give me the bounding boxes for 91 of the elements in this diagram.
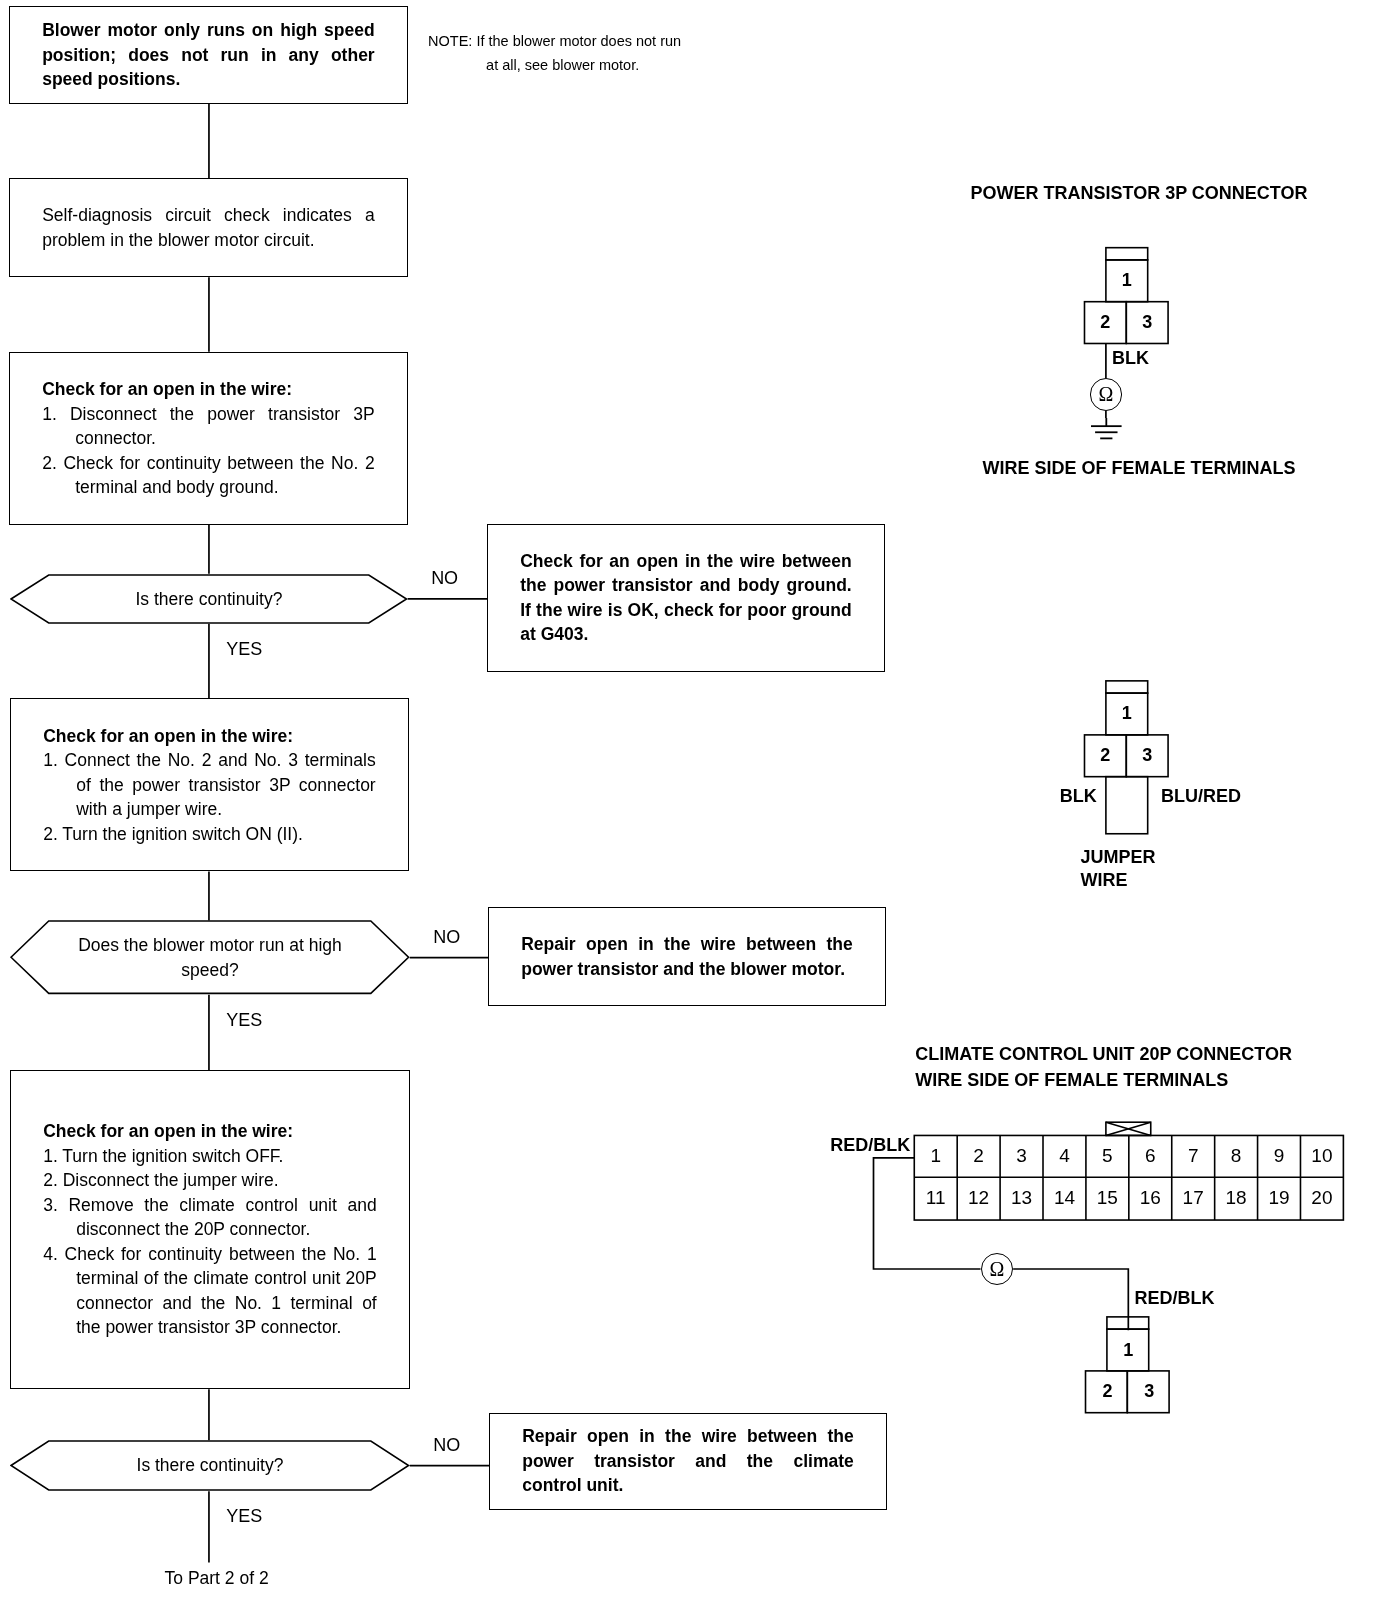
ohmmeter-symbol bbox=[1089, 378, 1123, 411]
process-box bbox=[489, 1412, 887, 1510]
pin-number: 3 bbox=[1016, 1144, 1027, 1168]
step-text: 2. Check for continuity between the No. 2 terminal and body ground. bbox=[42, 451, 375, 499]
decision-shape bbox=[10, 920, 410, 995]
box-text: Repair open in the wire between the power transistor and the blower motor. bbox=[521, 933, 853, 981]
pin-number: 7 bbox=[1187, 1144, 1199, 1168]
pin-number: 13 bbox=[1010, 1186, 1033, 1211]
pin-number: 1 bbox=[1123, 1339, 1134, 1362]
pin-number: 1 bbox=[1121, 701, 1132, 725]
pin-number: 16 bbox=[1139, 1186, 1161, 1211]
box-text: Check for an open in the wire: bbox=[43, 724, 295, 748]
connector-line bbox=[208, 1490, 210, 1564]
question-text: Is there continuity? bbox=[135, 587, 283, 611]
pin-number: 3 bbox=[1142, 743, 1153, 767]
wire bbox=[872, 1157, 982, 1270]
decision-shape bbox=[10, 1440, 410, 1492]
process-box bbox=[10, 1070, 410, 1390]
question-text: Is there continuity? bbox=[136, 1454, 284, 1478]
connector-line bbox=[208, 1388, 210, 1442]
decision-shape bbox=[10, 573, 408, 624]
process-box bbox=[488, 907, 886, 1006]
pin-number: 1 bbox=[1121, 269, 1132, 293]
ground-symbol bbox=[1089, 417, 1123, 441]
wire-color-label: BLK bbox=[1059, 785, 1097, 809]
connector-line bbox=[208, 993, 210, 1072]
pin-number: 9 bbox=[1273, 1144, 1285, 1168]
wire-color-label: BLU/RED bbox=[1160, 785, 1241, 809]
pin-number: 8 bbox=[1230, 1144, 1242, 1168]
step-text: 2. Turn the ignition switch ON (II). bbox=[43, 822, 304, 846]
process-box bbox=[9, 6, 408, 104]
box-text: Repair open in the wire between the power transistor and the climate control unit. bbox=[522, 1425, 854, 1498]
box-text: Blower motor only runs on high speed position; does not run in any other speed positions. bbox=[42, 19, 375, 92]
ohm-symbol-label: Ω bbox=[989, 1256, 1005, 1281]
step-text: 1. Disconnect the power transistor 3P connector. bbox=[42, 402, 375, 450]
connector-title: POWER TRANSISTOR 3P CONNECTOR bbox=[970, 181, 1308, 205]
box-text: Check for an open in the wire: bbox=[42, 378, 294, 401]
ohmmeter-symbol bbox=[980, 1252, 1014, 1286]
connector-line bbox=[408, 1464, 491, 1467]
pin-number: 17 bbox=[1182, 1186, 1204, 1211]
question-text: Does the blower motor run at high speed? bbox=[77, 934, 343, 982]
pin-number: 1 bbox=[930, 1144, 941, 1168]
connector-title: WIRE SIDE OF FEMALE TERMINALS bbox=[915, 1068, 1229, 1092]
connector-line bbox=[406, 597, 489, 600]
connector-line bbox=[208, 276, 210, 353]
wire-color-label: BLK bbox=[1112, 347, 1149, 371]
pin-number: 3 bbox=[1142, 310, 1153, 334]
step-text: 4. Check for continuity between the No. 1 terminal of the climate control unit 20P connector and the No. 1 terminal of the power transistor 3P connector. bbox=[43, 1242, 377, 1340]
process-box bbox=[10, 698, 409, 872]
connector-line bbox=[408, 956, 490, 959]
pin-number: 19 bbox=[1268, 1186, 1290, 1211]
pin-number: 5 bbox=[1102, 1144, 1113, 1168]
pin-number: 12 bbox=[968, 1186, 990, 1211]
jumper-wire-label: JUMPER WIRE bbox=[1080, 846, 1157, 893]
connector-title: CLIMATE CONTROL UNIT 20P CONNECTOR bbox=[915, 1043, 1292, 1067]
pin-number: 15 bbox=[1096, 1186, 1118, 1211]
pin-number: 2 bbox=[1100, 311, 1111, 334]
box-text: To Part 2 of 2 bbox=[164, 1566, 269, 1590]
wire bbox=[1105, 342, 1107, 379]
pin-number: 2 bbox=[973, 1144, 984, 1168]
process-box bbox=[9, 351, 408, 525]
pin-number: 3 bbox=[1144, 1380, 1155, 1404]
pin-number: 6 bbox=[1145, 1144, 1156, 1168]
pin-number: 2 bbox=[1100, 743, 1111, 767]
step-text: 3. Remove the climate control unit and disconnect the 20P connector. bbox=[43, 1193, 377, 1242]
pin-number: 4 bbox=[1059, 1144, 1070, 1168]
pin-number: 2 bbox=[1102, 1380, 1113, 1404]
process-box bbox=[9, 178, 408, 278]
pin-number: 20 bbox=[1311, 1186, 1333, 1211]
wire bbox=[1105, 409, 1107, 419]
box-text: Self-diagnosis circuit check indicates a problem in the blower motor circuit. bbox=[42, 204, 375, 252]
box-text: Check for an open in the wire between the power transistor and body ground. If the wire is OK, check for poor ground at G403. bbox=[520, 549, 852, 647]
connector-line bbox=[208, 622, 210, 700]
pin-number: 11 bbox=[925, 1186, 946, 1211]
box-text: Check for an open in the wire: bbox=[43, 1120, 295, 1144]
process-box bbox=[487, 523, 885, 672]
step-text: 1. Turn the ignition switch OFF. bbox=[43, 1144, 285, 1168]
connector-title: WIRE SIDE OF FEMALE TERMINALS bbox=[982, 457, 1296, 481]
note-text: NOTE: If the blower motor does not run at all, see blower motor. bbox=[428, 32, 682, 73]
wire-color-label: RED/BLK bbox=[1134, 1286, 1215, 1310]
connector-line bbox=[208, 103, 210, 180]
step-text: 1. Connect the No. 2 and No. 3 terminals of the power transistor 3P connector with a jumper wire. bbox=[43, 749, 376, 822]
connector-line bbox=[208, 870, 210, 922]
pin-number: 10 bbox=[1311, 1144, 1333, 1168]
pin-number: 18 bbox=[1225, 1186, 1247, 1211]
wire-color-label: RED/BLK bbox=[830, 1133, 911, 1157]
pin-number: 14 bbox=[1053, 1186, 1075, 1211]
wire bbox=[1012, 1268, 1130, 1331]
connector-line bbox=[208, 524, 210, 575]
step-text: 2. Disconnect the jumper wire. bbox=[43, 1169, 280, 1193]
ohm-symbol-label: Ω bbox=[1098, 382, 1114, 407]
